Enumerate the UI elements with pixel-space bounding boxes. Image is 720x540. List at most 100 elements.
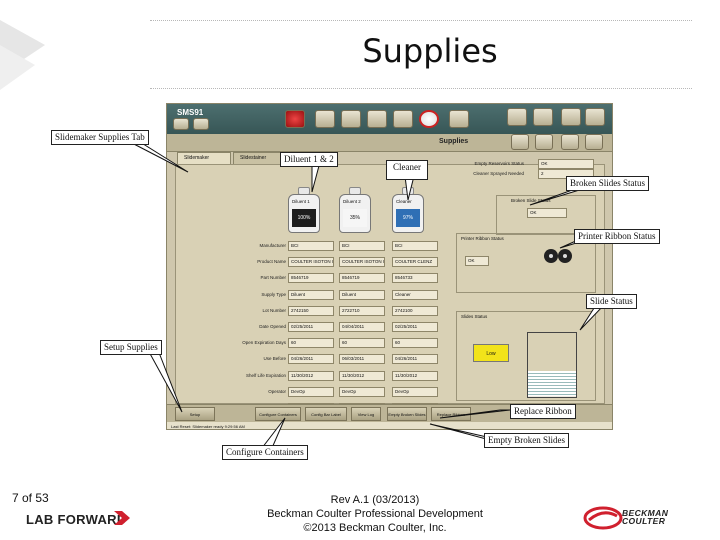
row-value[interactable]: Diluent [339, 289, 385, 300]
search-icon[interactable] [533, 108, 553, 126]
row-value[interactable]: BCI [288, 241, 334, 251]
broken-slide-status-box: Broken Slide Status OK [496, 195, 596, 235]
row-value[interactable]: 8546719 [288, 273, 334, 284]
row-label: Supply Type [261, 291, 286, 297]
supplies-panel: Diluent 1 100% Diluent 2 35% Cleaner 97%… [175, 159, 605, 413]
cleaner-spray-label: Cleaner Sprayed Needed [473, 171, 524, 176]
back-button[interactable] [173, 118, 189, 130]
callout-setup-supplies: Setup Supplies [100, 340, 162, 355]
forward-button[interactable] [193, 118, 209, 130]
row-value[interactable]: 04/26/2011 [392, 354, 438, 365]
reservoir-label: Empty Reservoirs Status [474, 161, 524, 166]
top-rule [150, 20, 692, 21]
row-label: Date Opened [259, 324, 286, 329]
row-label: Open Expiration Days [242, 340, 286, 346]
rev-line: Beckman Coulter Professional Development [267, 508, 483, 520]
callout-cleaner: Cleaner [386, 160, 428, 180]
view-log-button[interactable]: View Log [351, 407, 381, 421]
grid-icon[interactable] [367, 110, 387, 128]
app-name: SMS91 [177, 108, 204, 117]
tab-slidemaker[interactable]: Slidemaker [177, 152, 231, 164]
diluent-1-bottle: Diluent 1 100% [288, 187, 320, 233]
alert-icon[interactable] [449, 110, 469, 128]
row-label: Lot Number [262, 307, 286, 313]
row-value[interactable]: 02/25/2011 [288, 322, 334, 332]
title-rule [150, 88, 692, 89]
row-value[interactable]: BCI [392, 241, 438, 251]
app-toolbar: SMS91 [167, 104, 612, 134]
row-label: Part Number [260, 275, 286, 281]
row-value[interactable]: Cleaner [392, 289, 438, 300]
row-value[interactable]: 8546719 [339, 273, 385, 284]
row-value[interactable]: DevOp [392, 386, 438, 397]
row-value[interactable]: 60 [288, 338, 334, 349]
empty-broken-slides-button[interactable]: Empty Broken Slides [387, 407, 427, 421]
slides-low-indicator: Low [473, 344, 509, 362]
pause-button[interactable] [561, 134, 579, 150]
diluent-2-bottle: Diluent 2 35% [339, 187, 371, 233]
row-value[interactable]: BCI [339, 241, 385, 251]
callout-broken-slides-status: Broken Slides Status [566, 176, 650, 191]
row-value[interactable]: 11/30/2012 [339, 370, 385, 381]
row-value[interactable]: 04/26/2011 [288, 354, 334, 365]
row-value[interactable]: DevOp [288, 386, 334, 397]
callout-printer-ribbon-status: Printer Ribbon Status [574, 229, 660, 244]
brand-text: BECKMAN COULTER [622, 508, 669, 526]
stop-button[interactable] [535, 134, 553, 150]
callout-configure-containers: Configure Containers [222, 445, 308, 460]
help-icon[interactable] [507, 108, 527, 126]
row-value[interactable]: 2742150 [288, 305, 334, 316]
row-value[interactable]: COULTER ISOTON II [288, 257, 334, 268]
revision-footer: Rev A.1 (03/2013) Beckman Coulter Profes… [230, 493, 520, 535]
corner-decoration [0, 20, 45, 90]
rack-icon[interactable] [341, 110, 361, 128]
row-value[interactable]: DevOp [339, 386, 385, 397]
play-button[interactable] [511, 134, 529, 150]
callout-diluent: Diluent 1 & 2 [280, 152, 338, 167]
slide-title: Supplies [362, 32, 498, 70]
row-value[interactable]: 11/30/2012 [392, 370, 438, 381]
stop-icon[interactable] [285, 110, 305, 128]
rev-line: Rev A.1 (03/2013) [330, 494, 420, 506]
user-icon[interactable] [561, 108, 581, 126]
printer-ribbon-box: Printer Ribbon Status OK [456, 233, 596, 293]
supplies-gauge-icon[interactable] [419, 110, 439, 128]
configure-containers-button[interactable]: Configure Containers [255, 407, 301, 421]
section-title: Supplies [439, 138, 469, 145]
setup-button[interactable]: Setup [175, 407, 215, 421]
settings-icon[interactable] [585, 108, 605, 126]
row-value[interactable]: 11/30/2012 [288, 370, 334, 381]
row-value[interactable]: 8546733 [392, 273, 438, 284]
row-label: Use Before [263, 356, 286, 362]
row-value[interactable]: 04/04/2011 [339, 322, 385, 332]
rev-line: ©2013 Beckman Coulter, Inc. [303, 522, 447, 534]
section-bar: Supplies [167, 134, 612, 152]
supplies-screenshot: SMS91 Supplies Slidemaker Slidestainer D… [166, 103, 613, 430]
row-label: Shelf Life Expiration [245, 372, 286, 378]
lab-forward-logo: LAB FORWARD [26, 512, 127, 527]
row-value[interactable]: 06/03/2011 [339, 354, 385, 365]
status-bar: Last Reset: Slidemaker ready 9:29:56 AM [167, 422, 612, 429]
arrow-icon [114, 511, 130, 525]
callout-slide-status: Slide Status [586, 294, 637, 309]
row-value[interactable]: 2722710 [339, 305, 385, 316]
row-value[interactable]: 60 [392, 338, 438, 349]
callout-replace-ribbon: Replace Ribbon [510, 404, 576, 419]
tools-icon[interactable] [393, 110, 413, 128]
slides-status-box: Slides Status Low [456, 311, 596, 401]
ribbon-icon [544, 249, 572, 263]
slide-stack [527, 332, 577, 398]
row-label: Manufacturer [259, 243, 286, 248]
row-label: Product Name [257, 259, 286, 265]
config-bar-label-button[interactable]: Config Bar Label [305, 407, 347, 421]
print-button[interactable] [585, 134, 603, 150]
row-value[interactable]: COULTER CLENZ [392, 257, 438, 268]
row-value[interactable]: Diluent [288, 289, 334, 300]
row-value[interactable]: COULTER ISOTON II [339, 257, 385, 268]
tube-icon[interactable] [315, 110, 335, 128]
row-value[interactable]: 02/25/2011 [392, 322, 438, 332]
row-value[interactable]: 60 [339, 338, 385, 349]
row-value[interactable]: 2742100 [392, 305, 438, 316]
callout-empty-broken-slides: Empty Broken Slides [484, 433, 569, 448]
